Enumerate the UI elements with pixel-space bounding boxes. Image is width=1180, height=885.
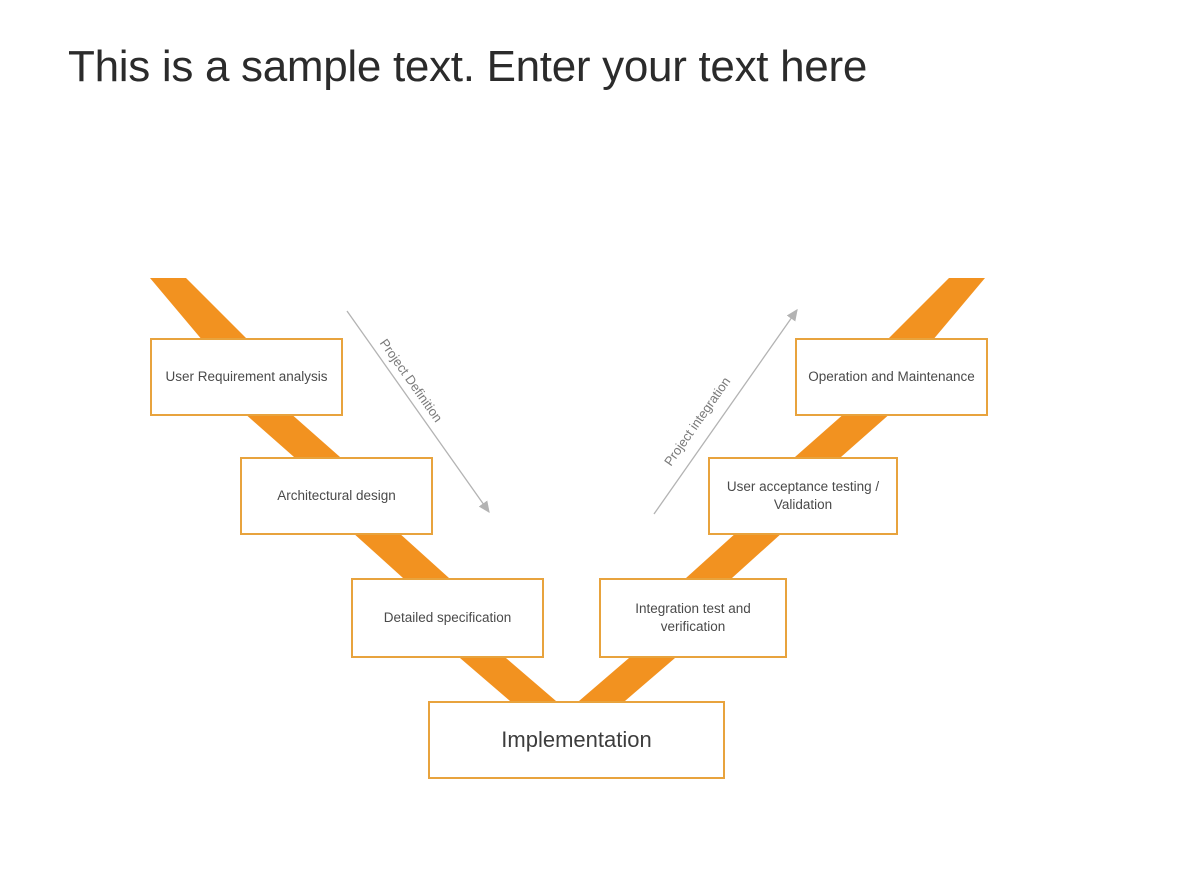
stage-box-user-acceptance-testing-validation[interactable]: User acceptance testing / Validation (708, 457, 898, 535)
ribbon-left (150, 278, 556, 701)
stage-label-implementation: Implementation (501, 727, 652, 753)
stage-box-operation-and-maintenance[interactable]: Operation and Maintenance (795, 338, 988, 416)
project-definition-arrow (346, 310, 490, 514)
stage-box-detailed-specification[interactable]: Detailed specification (351, 578, 544, 658)
ribbon-right (579, 278, 985, 701)
stage-label-operation-and-maintenance: Operation and Maintenance (808, 368, 975, 384)
stage-box-implementation[interactable]: Implementation (428, 701, 725, 779)
project-integration-arrow (653, 308, 798, 515)
stage-label-user-acceptance-testing-validation: User acceptance testing / Validation (726, 478, 880, 512)
stage-label-architectural-design: Architectural design (277, 487, 396, 503)
stage-box-user-requirement-analysis[interactable]: User Requirement analysis (150, 338, 343, 416)
stage-label-user-requirement-analysis: User Requirement analysis (165, 368, 328, 384)
stage-label-detailed-specification: Detailed specification (383, 609, 512, 625)
stage-box-architectural-design[interactable]: Architectural design (240, 457, 433, 535)
stage-box-integration-test-and-verification[interactable]: Integration test and verification (599, 578, 787, 658)
page-title: This is a sample text. Enter your text h… (68, 42, 867, 91)
stage-label-integration-test-and-verification: Integration test and verification (635, 600, 751, 634)
